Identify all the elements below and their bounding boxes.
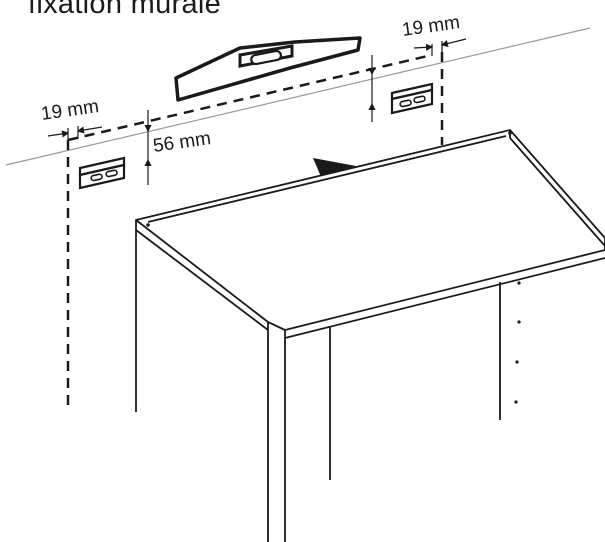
right-offset-label: 19 mm	[401, 12, 461, 41]
wall-bracket-icon	[78, 156, 126, 190]
spirit-level-icon	[174, 36, 362, 102]
right-offset-dimension: 19 mm	[401, 12, 467, 56]
page-title: fixation murale	[28, 0, 222, 20]
wall-bracket-icon	[390, 82, 434, 115]
left-offset-label: 19 mm	[40, 96, 100, 125]
wall-line	[5, 27, 591, 166]
shelf-pin-holes	[146, 131, 521, 404]
height-dimension-left: 56 mm	[144, 110, 212, 185]
height-offset-label: 56 mm	[152, 128, 212, 157]
cabinet	[135, 129, 605, 542]
